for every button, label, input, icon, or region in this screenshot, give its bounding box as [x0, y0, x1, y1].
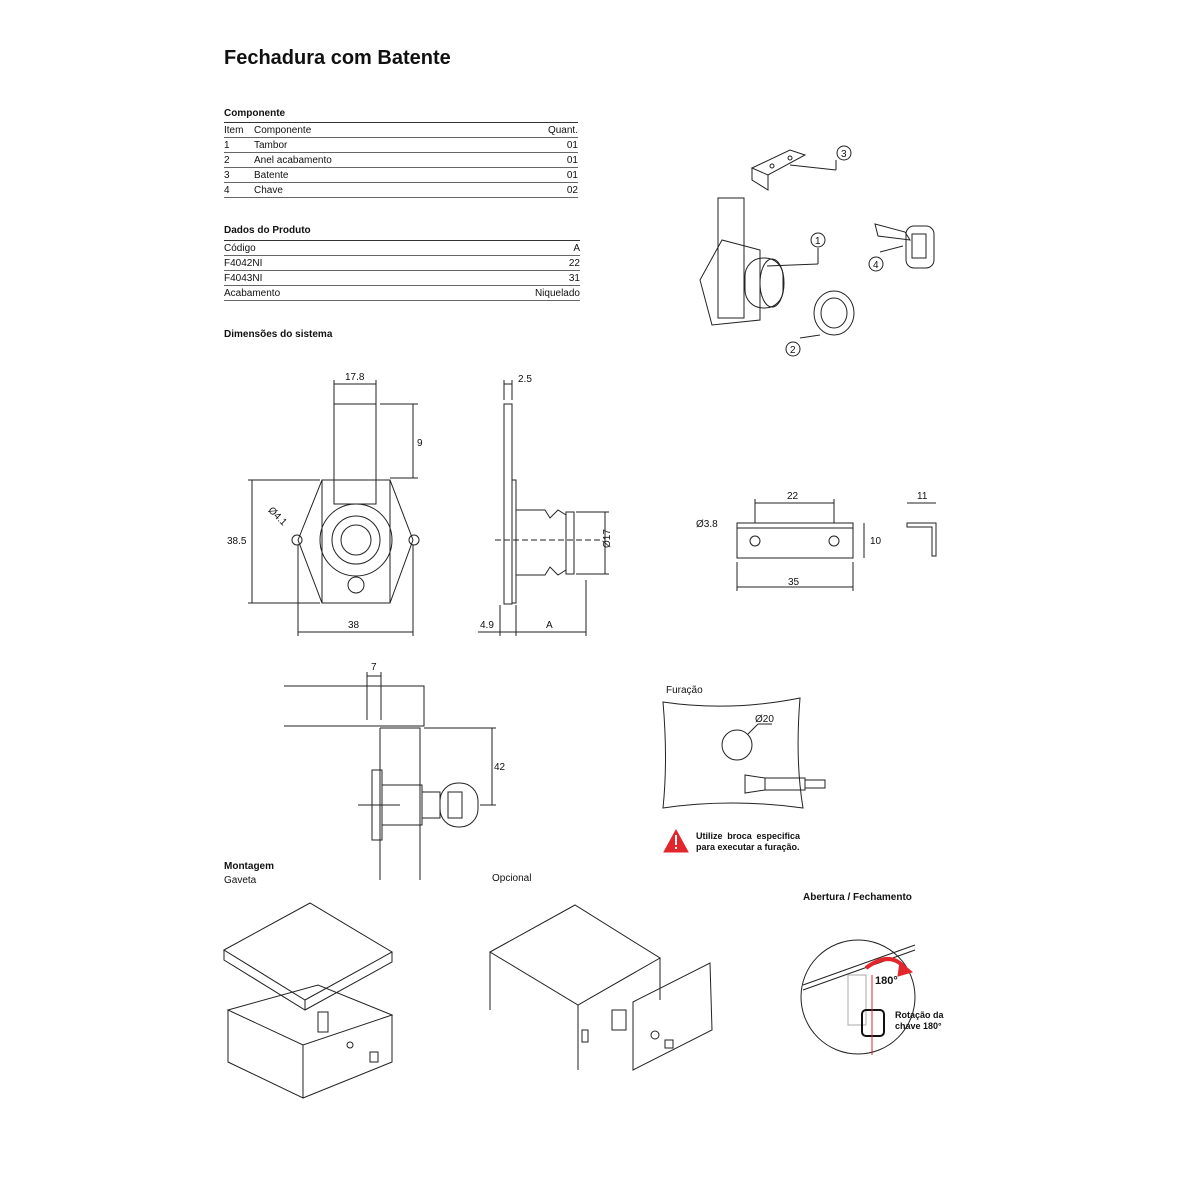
dim-width-top: 17.8 [345, 372, 365, 383]
exploded-view-drawing [699, 149, 935, 339]
cell: 01 [487, 152, 578, 168]
rotation-label-2: chave 180° [895, 1021, 942, 1031]
cell: A [421, 240, 580, 256]
svg-text:3: 3 [841, 149, 847, 160]
furacao-heading: Furação [666, 685, 703, 696]
svg-text:2: 2 [790, 345, 796, 356]
header-componente: Componente [254, 122, 488, 138]
cell: Acabamento [224, 285, 422, 301]
opcional-label: Opcional [492, 873, 532, 884]
dim-height: 38.5 [227, 536, 247, 547]
cell: 02 [487, 182, 578, 198]
dimensoes-heading: Dimensões do sistema [224, 329, 333, 340]
cell: 01 [487, 137, 578, 153]
cell: 22 [421, 255, 580, 271]
batente-drawing [736, 499, 937, 591]
opcional-drawing [489, 904, 713, 1071]
cell: 4 [224, 182, 254, 198]
page-title: Fechadura com Batente [224, 47, 451, 69]
dados-heading: Dados do Produto [224, 225, 311, 236]
header-item: Item [224, 122, 254, 138]
rotation-label-1: Rotação da [895, 1010, 945, 1020]
cell: F4043NI [224, 270, 422, 286]
dim-batente-height: 10 [870, 536, 882, 547]
gaveta-label: Gaveta [224, 875, 257, 886]
cell: Código [224, 240, 422, 256]
warning-icon [663, 828, 689, 853]
dim-gap: 7 [371, 662, 377, 673]
header-quant: Quant. [487, 122, 578, 138]
cell: 2 [224, 152, 254, 168]
dim-batente-length: 35 [788, 577, 800, 588]
cell: Chave [254, 182, 488, 198]
mounting-section-drawing [284, 672, 496, 880]
dim-furacao: Ø20 [755, 714, 774, 725]
componente-heading: Componente [224, 108, 286, 119]
warning-text: Utilize broca especifica para executar a… [696, 831, 800, 852]
dim-height-top: 9 [417, 438, 423, 449]
callout-1: 1 [810, 232, 826, 248]
dim-batente-spacing: 22 [787, 491, 799, 502]
dim-offset: 4.9 [480, 620, 494, 631]
dim-batente-hole: Ø3.8 [696, 519, 718, 530]
montagem-heading: Montagem [224, 861, 274, 872]
callout-2: 2 [785, 341, 801, 357]
dim-width: 38 [348, 620, 360, 631]
dim-batente-side: 11 [917, 491, 928, 502]
front-view-drawing [248, 380, 420, 636]
cell: F4042NI [224, 255, 422, 271]
gaveta-drawing [223, 902, 394, 1099]
callout-4: 4 [868, 256, 884, 272]
dim-hole: Ø4.1 [266, 505, 289, 528]
cell: Anel acabamento [254, 152, 488, 168]
abertura-label: Abertura / Fechamento [803, 892, 912, 903]
cell: Batente [254, 167, 488, 183]
cell: Niquelado [421, 285, 580, 301]
furacao-drawing [662, 697, 826, 809]
svg-text:1: 1 [815, 236, 821, 247]
abertura-drawing [800, 939, 916, 1055]
cell: Tambor [254, 137, 488, 153]
dim-thickness: 2.5 [518, 374, 532, 385]
angle-label: 180° [875, 975, 898, 987]
cell: 3 [224, 167, 254, 183]
table-header-row: Item Componente Quant. [224, 122, 578, 138]
dim-diameter: Ø17 [602, 529, 613, 548]
dim-depth: 42 [494, 762, 506, 773]
side-view-drawing [478, 380, 609, 636]
cell: 01 [487, 167, 578, 183]
dim-a: A [546, 620, 553, 631]
cell: 31 [421, 270, 580, 286]
cell: 1 [224, 137, 254, 153]
callout-3: 3 [836, 145, 852, 161]
svg-text:4: 4 [873, 260, 879, 271]
